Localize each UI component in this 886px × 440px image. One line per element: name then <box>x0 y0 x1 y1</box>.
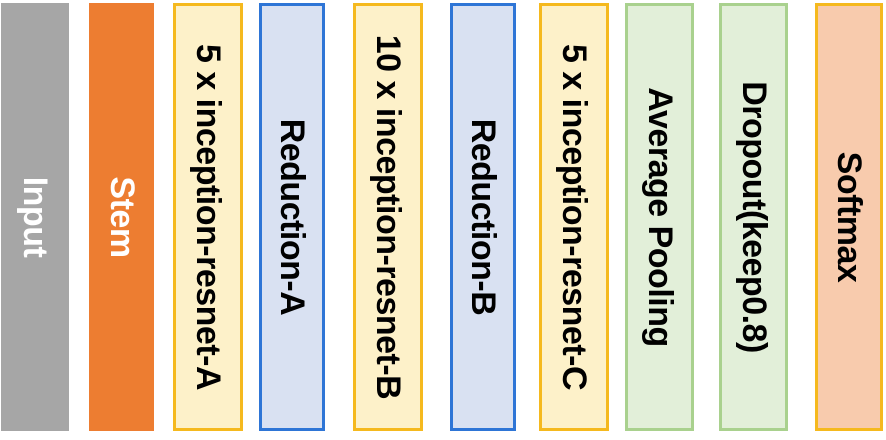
input-block: Input <box>1 3 69 431</box>
inception-resnet-c-label: 5 x inception-resnet-C <box>555 43 593 391</box>
reduction-b-label: Reduction-B <box>464 118 502 316</box>
inception-resnet-b-label: 10 x inception-resnet-B <box>369 34 407 400</box>
reduction-a-block: Reduction-A <box>259 3 325 431</box>
dropout-block: Dropout(keep0.8) <box>719 3 788 431</box>
inception-resnet-c-block: 5 x inception-resnet-C <box>539 3 609 431</box>
inception-resnet-a-label: 5 x inception-resnet-A <box>189 43 227 391</box>
inception-resnet-a-block: 5 x inception-resnet-A <box>173 3 243 431</box>
reduction-b-block: Reduction-B <box>450 3 516 431</box>
dropout-label: Dropout(keep0.8) <box>734 81 773 353</box>
softmax-block: Softmax <box>815 3 883 431</box>
average-pooling-label: Average Pooling <box>640 87 679 347</box>
input-label: Input <box>16 176 54 258</box>
stem-label: Stem <box>102 176 141 258</box>
stem-block: Stem <box>89 3 154 431</box>
inception-resnet-b-block: 10 x inception-resnet-B <box>353 3 423 431</box>
average-pooling-block: Average Pooling <box>625 3 694 431</box>
reduction-a-label: Reduction-A <box>273 118 311 316</box>
softmax-label: Softmax <box>830 151 868 283</box>
